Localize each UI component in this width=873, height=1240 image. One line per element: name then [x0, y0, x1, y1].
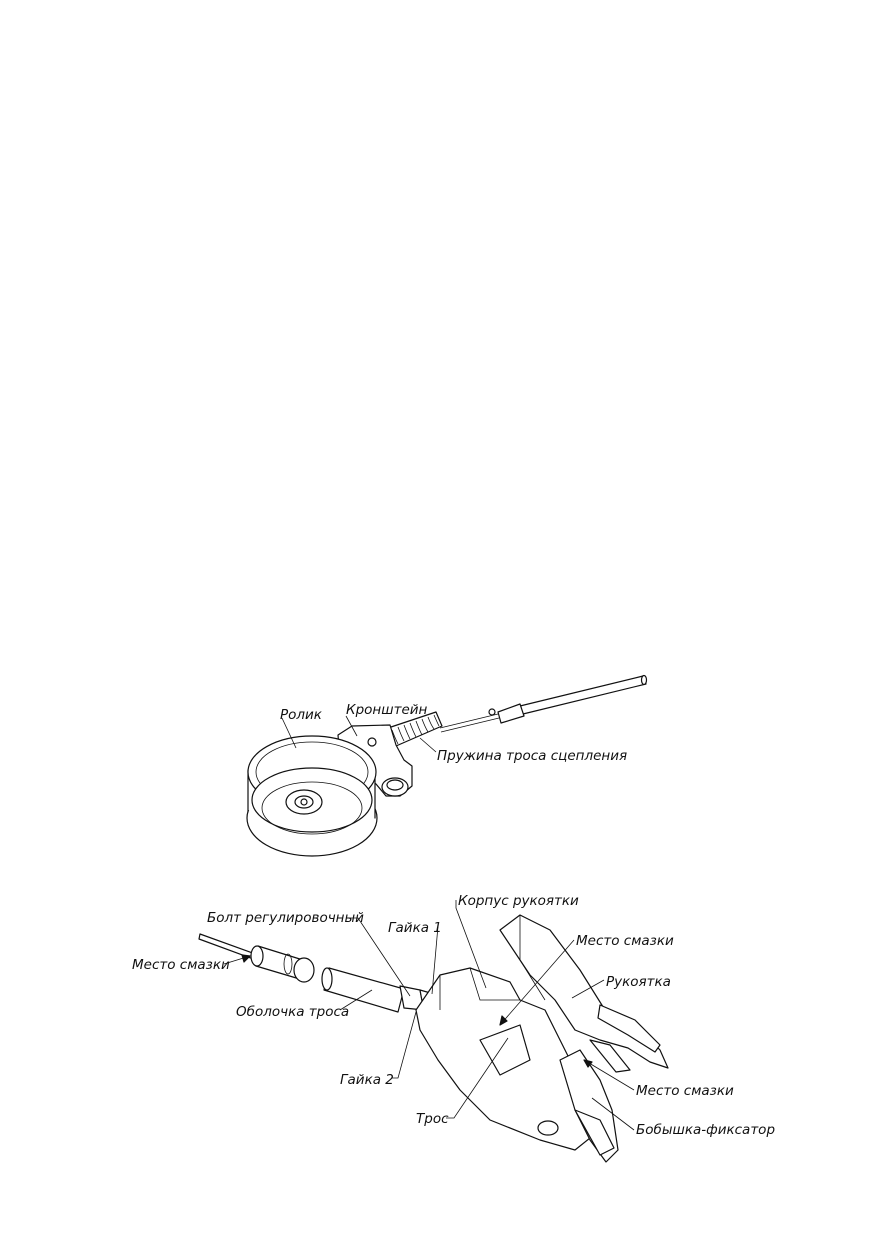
- cable-label: Трос: [416, 1111, 449, 1127]
- grease-top-label: Место смазки: [576, 933, 674, 949]
- bracket: [337, 724, 413, 797]
- roller-assembly-figure: Ролик Кронштейн Пружина троса сцепления: [246, 674, 648, 857]
- handle-body-leader: [455, 900, 487, 989]
- nut2-leader: [392, 1011, 417, 1079]
- nut1-leader: [431, 925, 439, 995]
- handle-body-label: Корпус рукоятки: [458, 893, 579, 909]
- adjust-bolt-leader: [346, 917, 411, 997]
- handle-leader: [571, 979, 605, 999]
- handle-assembly-figure: Корпус рукоятки Болт регулировочный Гайк…: [132, 893, 775, 1163]
- grease-left-label: Место смазки: [132, 957, 230, 973]
- sheath-leader: [339, 989, 373, 1011]
- spring-label: Пружина троса сцепления: [437, 748, 627, 764]
- roller-label: Ролик: [280, 707, 323, 723]
- roller: [246, 735, 378, 857]
- lock-boss-label: Бобышка-фиксатор: [636, 1122, 775, 1138]
- spring-leader: [419, 737, 437, 753]
- handle-label: Рукоятка: [606, 974, 671, 990]
- roller-leader: [281, 717, 297, 749]
- lock-boss-leader: [591, 1097, 635, 1131]
- cable-leader: [446, 1037, 509, 1119]
- adjusting-bolt: [250, 945, 315, 983]
- cable-sheath: [321, 967, 405, 1013]
- cable-rod: [439, 674, 648, 733]
- nut2-label: Гайка 2: [340, 1072, 394, 1088]
- sheath-label: Оболочка троса: [236, 1004, 349, 1020]
- nut1-label: Гайка 1: [388, 920, 442, 936]
- bracket-label: Кронштейн: [346, 702, 428, 718]
- bracket-leader: [345, 715, 358, 737]
- grease-right-label: Место смазки: [636, 1083, 734, 1099]
- grease-top-leader: [499, 939, 575, 1026]
- grease-right-leader: [583, 1059, 635, 1091]
- adjust-bolt-label: Болт регулировочный: [207, 910, 364, 926]
- lock-boss: [559, 1049, 619, 1163]
